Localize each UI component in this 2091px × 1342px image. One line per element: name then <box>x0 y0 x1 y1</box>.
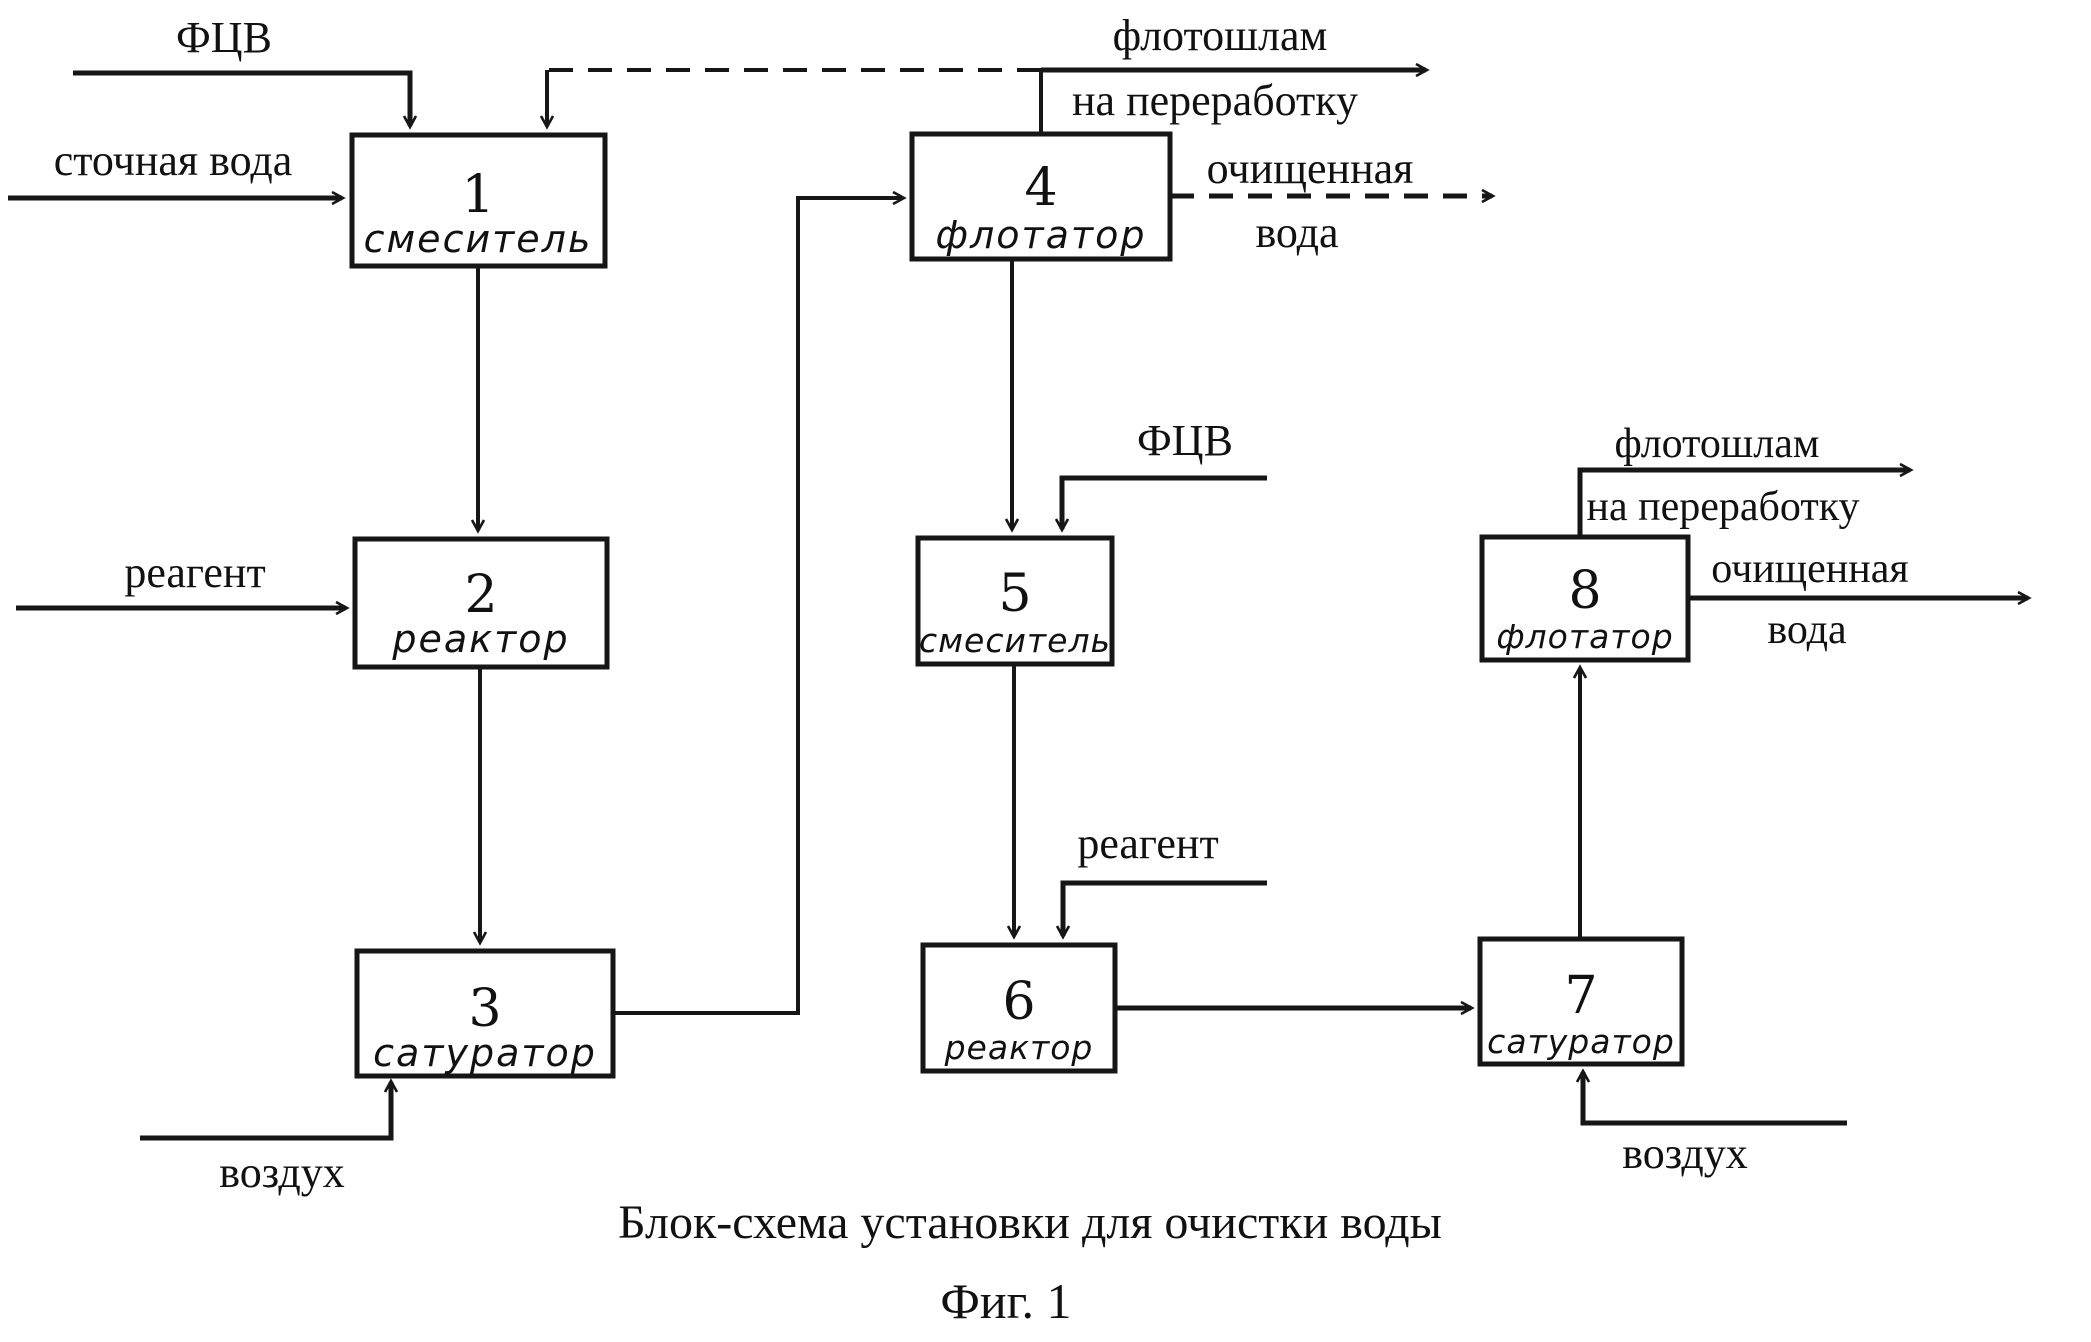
flow-fcv1-to-mixer1 <box>73 70 410 126</box>
flow-lines <box>8 70 2028 1141</box>
label-wastewater: сточная вода <box>54 136 293 185</box>
diagram-caption: Блок-схема установки для очистки воды <box>618 1196 1442 1249</box>
block-8-flotator: 8 флотатор <box>1479 534 1691 663</box>
block-6-rect <box>920 942 1118 1074</box>
block-2-label: реактор <box>391 617 569 661</box>
block-2-number: 2 <box>464 565 497 625</box>
block-3-label: сатуратор <box>373 1031 597 1075</box>
block-2-reactor: 2 реактор <box>352 536 610 670</box>
flow-air2-to-saturator7 <box>1583 1072 1847 1126</box>
block-6-reactor: 6 реактор <box>920 942 1118 1074</box>
figure-number: Фиг. 1 <box>940 1273 1071 1329</box>
label-fcv2: ФЦВ <box>1137 416 1233 465</box>
label-clean2-line1: очищенная <box>1711 546 1908 592</box>
block-3-number: 3 <box>468 979 501 1039</box>
block-6-label: реактор <box>944 1028 1094 1067</box>
block-5-rect <box>915 535 1115 667</box>
block-7-rect <box>1477 936 1685 1067</box>
label-air1: воздух <box>219 1148 344 1197</box>
label-air2: воздух <box>1622 1129 1747 1178</box>
block-1-number: 1 <box>461 165 494 225</box>
block-8-label: флотатор <box>1496 617 1673 656</box>
block-4-rect <box>909 131 1173 262</box>
block-8-rect <box>1479 534 1691 663</box>
block-7-label: сатуратор <box>1487 1022 1675 1061</box>
stream-labels: ФЦВ сточная вода флотошлам на переработк… <box>54 11 1909 1197</box>
flow-reagent2-to-reactor6 <box>1063 880 1267 936</box>
label-clean2-line2: вода <box>1767 607 1847 653</box>
block-5-number: 5 <box>998 564 1031 624</box>
label-sludge2-line2: на переработку <box>1587 484 1860 530</box>
block-4-label: флотатор <box>936 213 1147 257</box>
block-2-rect <box>352 536 610 670</box>
label-sludge1-line1: флотошлам <box>1113 11 1328 60</box>
label-reagent2: реагент <box>1077 819 1218 868</box>
flow-saturator3-to-flotator4 <box>613 198 903 1015</box>
block-5-mixer: 5 смеситель <box>915 535 1115 667</box>
block-7-number: 7 <box>1564 966 1597 1026</box>
block-3-saturator: 3 сатуратор <box>354 948 616 1079</box>
block-7-saturator: 7 сатуратор <box>1477 936 1685 1067</box>
block-1-rect <box>349 132 608 269</box>
label-sludge2-line1: флотошлам <box>1615 421 1820 467</box>
label-fcv1: ФЦВ <box>176 13 272 62</box>
block-1-label: смеситель <box>364 217 593 261</box>
block-4-flotator: 4 флотатор <box>909 131 1173 262</box>
block-1-mixer: 1 смеситель <box>349 132 608 269</box>
block-5-label: смеситель <box>919 621 1111 660</box>
label-clean1-line1: очищенная <box>1207 144 1414 193</box>
flow-sludge2-out <box>1577 470 1910 537</box>
block-4-number: 4 <box>1024 158 1057 218</box>
flow-fcv2-to-mixer5 <box>1062 475 1267 529</box>
flow-air1-to-saturator3 <box>140 1082 391 1141</box>
block-8-number: 8 <box>1568 561 1601 621</box>
label-sludge1-line2: на переработку <box>1072 76 1358 125</box>
block-6-number: 6 <box>1002 972 1035 1032</box>
block-3-rect <box>354 948 616 1079</box>
label-reagent1: реагент <box>124 548 265 597</box>
label-clean1-line2: вода <box>1255 208 1338 257</box>
